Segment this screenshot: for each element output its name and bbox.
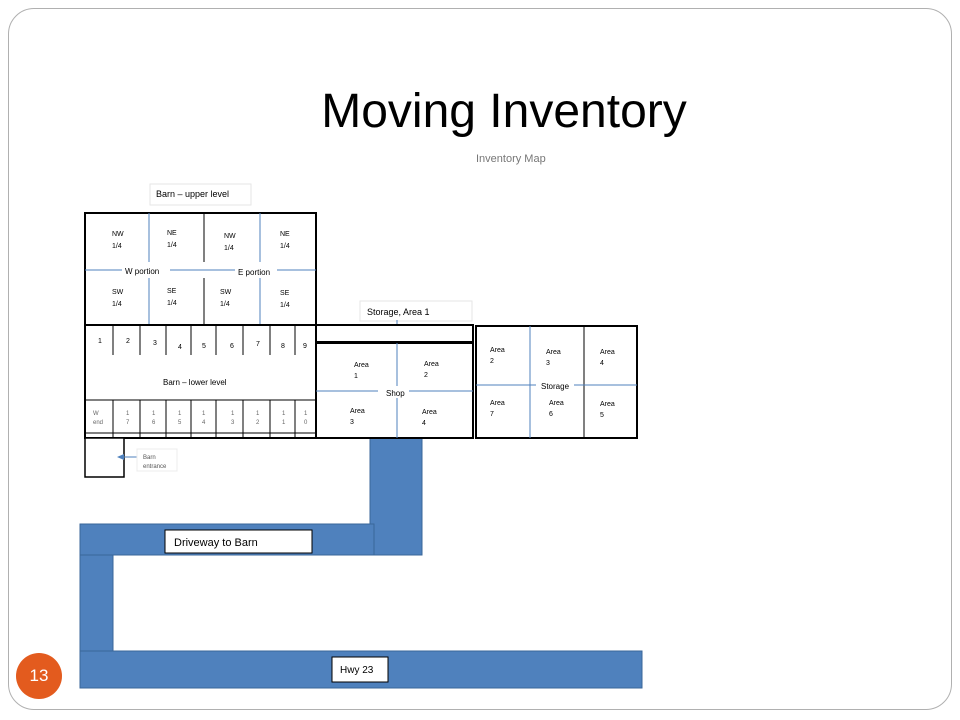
- stall-bottom-3-b: 5: [178, 420, 182, 426]
- barn-entrance-label-2: entrance: [143, 464, 167, 470]
- storage-area-2-word: Area: [600, 349, 615, 356]
- driveway-label-box: [164, 529, 313, 554]
- upper-quad-bottom-2-dir: SW: [220, 289, 232, 296]
- upper-quad-top-0-frac: 1/4: [112, 243, 122, 250]
- stall-bottom-2-a: 1: [152, 411, 156, 417]
- w-portion-label: W portion: [125, 267, 159, 276]
- stall-bottom-3-a: 1: [178, 411, 182, 417]
- stall-bottom-1-a: 1: [126, 411, 130, 417]
- storage-area-5-num: 5: [600, 412, 604, 419]
- stall-bottom-5-a: 1: [231, 411, 235, 417]
- shop-area-1-word: Area: [424, 361, 439, 368]
- stall-bottom-8-b: 0: [304, 420, 308, 426]
- upper-quad-top-1-frac: 1/4: [167, 242, 177, 249]
- upper-quad-bottom-2-frac: 1/4: [220, 301, 230, 308]
- shop-area-0-word: Area: [354, 362, 369, 369]
- storage-area-0-word: Area: [490, 347, 505, 354]
- map-subtitle: Inventory Map: [476, 153, 546, 165]
- barn-entrance-box: [84, 437, 125, 478]
- driveway-vertical-left: [79, 554, 114, 653]
- upper-quad-top-1-dir: NE: [167, 230, 177, 237]
- barn-entrance-label-1: Barn: [143, 455, 156, 461]
- upper-level-label: Barn – upper level: [156, 189, 229, 199]
- stall-top-2: 3: [153, 340, 157, 347]
- stall-dividers: [85, 325, 316, 438]
- shop-label: Shop: [386, 389, 405, 398]
- stall-bottom-4-a: 1: [202, 411, 206, 417]
- shop-area-2-word: Area: [350, 408, 365, 415]
- storage-area-2-num: 4: [600, 360, 604, 367]
- storage-area1-label: Storage, Area 1: [367, 307, 430, 317]
- stall-bottom-8-a: 1: [304, 411, 308, 417]
- stall-bottom-6-a: 1: [256, 411, 260, 417]
- page-number-badge: 13: [16, 653, 62, 699]
- lower-level-label: Barn – lower level: [163, 378, 227, 387]
- upper-quad-bottom-0-frac: 1/4: [112, 301, 122, 308]
- stall-bottom-0-b: end: [93, 420, 103, 426]
- e-portion-label: E portion: [238, 268, 270, 277]
- stall-bottom-5-b: 3: [231, 420, 235, 426]
- driveway-label: Driveway to Barn: [174, 537, 258, 549]
- shop-area-3-num: 4: [422, 420, 426, 427]
- storage-area-1-num: 3: [546, 360, 550, 367]
- storage-area-3-word: Area: [490, 400, 505, 407]
- storage-area-1-word: Area: [546, 349, 561, 356]
- stall-bottom-0-a: W: [93, 411, 99, 417]
- upper-quad-top-3-dir: NE: [280, 231, 290, 238]
- highway-label: Hwy 23: [340, 665, 374, 676]
- shop-area-1-num: 2: [424, 372, 428, 379]
- storage-label: Storage: [541, 382, 570, 391]
- upper-quad-bottom-3-dir: SE: [280, 290, 290, 297]
- stall-bottom-4-b: 4: [202, 420, 206, 426]
- driveway-vertical-right: [369, 437, 423, 556]
- stall-top-6: 7: [256, 341, 260, 348]
- upper-quad-top-2-dir: NW: [224, 233, 236, 240]
- storage-area-4-num: 6: [549, 411, 553, 418]
- storage-area1-strip: [315, 324, 474, 343]
- upper-quad-top-3-frac: 1/4: [280, 243, 290, 250]
- stall-top-4: 5: [202, 343, 206, 350]
- stall-bottom-7-b: 1: [282, 420, 286, 426]
- upper-quad-top-0-dir: NW: [112, 231, 124, 238]
- stall-top-3: 4: [178, 344, 182, 351]
- storage-area-5-word: Area: [600, 401, 615, 408]
- upper-quad-bottom-0-dir: SW: [112, 289, 124, 296]
- stall-top-8: 9: [303, 343, 307, 350]
- upper-quad-bottom-1-dir: SE: [167, 288, 177, 295]
- upper-quad-bottom-3-frac: 1/4: [280, 302, 290, 309]
- stall-bottom-1-b: 7: [126, 420, 130, 426]
- highway-label-box: [331, 656, 389, 683]
- stall-bottom-7-a: 1: [282, 411, 286, 417]
- storage-area-4-word: Area: [549, 400, 564, 407]
- upper-label-box: [149, 183, 252, 206]
- stall-top-5: 6: [230, 343, 234, 350]
- shop-area-0-num: 1: [354, 373, 358, 380]
- shop-area-2-num: 3: [350, 419, 354, 426]
- storage-area-0-num: 2: [490, 358, 494, 365]
- stall-top-1: 2: [126, 338, 130, 345]
- stall-top-7: 8: [281, 343, 285, 350]
- stall-bottom-6-b: 2: [256, 420, 260, 426]
- shop-building: Storage, Area 1 Shop Area1Area2Area3Area…: [315, 300, 474, 439]
- storage-area-3-num: 7: [490, 411, 494, 418]
- slide-title: Moving Inventory: [321, 85, 687, 138]
- stall-top-0: 1: [98, 338, 102, 345]
- stall-bottom-2-b: 6: [152, 420, 156, 426]
- barn-upper-level: Barn – upper level W portion E portion N…: [84, 183, 317, 326]
- upper-quad-bottom-1-frac: 1/4: [167, 300, 177, 307]
- roads: Driveway to Barn Hwy 23: [79, 437, 643, 689]
- shop-area-3-word: Area: [422, 409, 437, 416]
- storage-area1-label-box: [359, 300, 473, 322]
- upper-quad-top-2-frac: 1/4: [224, 245, 234, 252]
